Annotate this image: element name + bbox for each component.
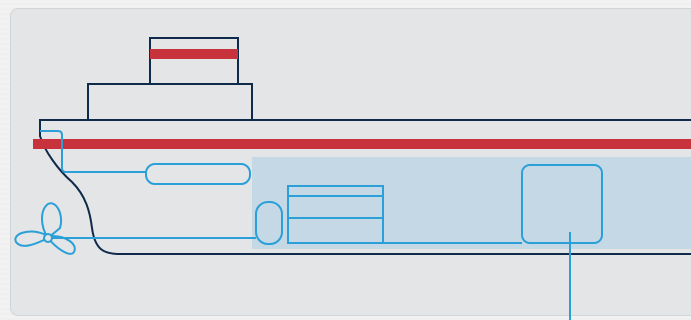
deck-stripe [33, 139, 691, 149]
unit-stacked-tank [287, 185, 384, 244]
ship-superstructure-lower [87, 83, 253, 120]
exhaust-pipe [40, 130, 146, 173]
shaded-machinery-region [252, 157, 691, 249]
ship-hull [39, 119, 691, 255]
unit-box [521, 164, 603, 244]
unit-long-capsule [145, 163, 251, 185]
unit-oval [255, 201, 283, 245]
funnel-stripe [150, 49, 238, 59]
propeller-icon [14, 202, 76, 255]
ship-superstructure-upper [149, 37, 239, 84]
